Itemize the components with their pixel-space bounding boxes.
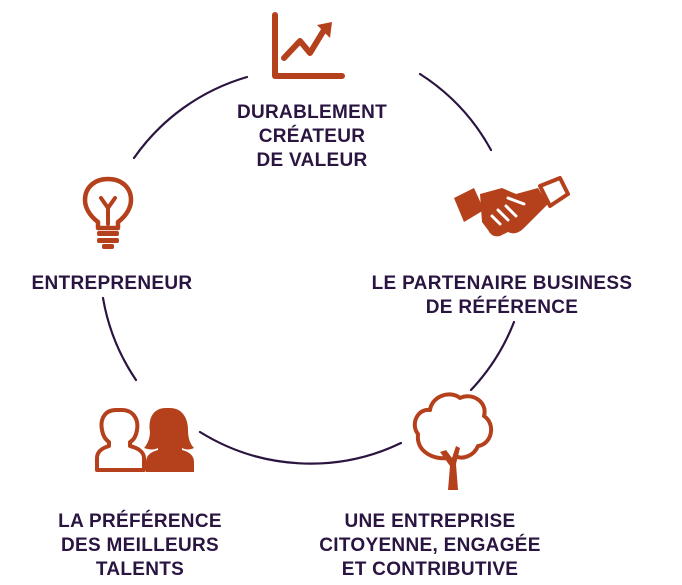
arc-citizen-talents (198, 430, 403, 465)
arc-partner-citizen (469, 320, 516, 392)
label-line: UNE ENTREPRISE (344, 511, 516, 532)
tree-icon (408, 388, 498, 494)
arc-talents-entrepreneur (101, 296, 138, 382)
node-label-value: DURABLEMENT CRÉATEUR DE VALEUR (192, 101, 432, 173)
label-line: DURABLEMENT (236, 102, 387, 123)
arc-entrepreneur-value (132, 75, 249, 160)
label-line: ET CONTRIBUTIVE (341, 559, 519, 580)
node-label-partner: LE PARTENAIRE BUSINESS DE RÉFÉRENCE (332, 272, 672, 320)
node-label-talents: LA PRÉFÉRENCE DES MEILLEURS TALENTS (20, 510, 260, 582)
label-line: LA PRÉFÉRENCE (58, 511, 222, 532)
label-line: CITOYENNE, ENGAGÉE (319, 535, 541, 556)
label-line: CRÉATEUR (258, 126, 366, 147)
label-line: ENTREPRENEUR (31, 273, 193, 294)
growth-chart-icon (270, 12, 346, 80)
label-line: LE PARTENAIRE BUSINESS (371, 273, 633, 294)
label-line: DE RÉFÉRENCE (425, 297, 579, 318)
label-line: DES MEILLEURS (60, 535, 220, 556)
node-label-entrepreneur: ENTREPRENEUR (0, 272, 224, 296)
people-icon (94, 406, 196, 472)
label-line: DE VALEUR (256, 150, 368, 171)
lightbulb-icon (82, 176, 134, 250)
arc-value-partner (418, 72, 493, 152)
handshake-icon (452, 176, 570, 246)
node-label-citizen: UNE ENTREPRISE CITOYENNE, ENGAGÉE ET CON… (300, 510, 560, 582)
label-line: TALENTS (95, 559, 185, 580)
